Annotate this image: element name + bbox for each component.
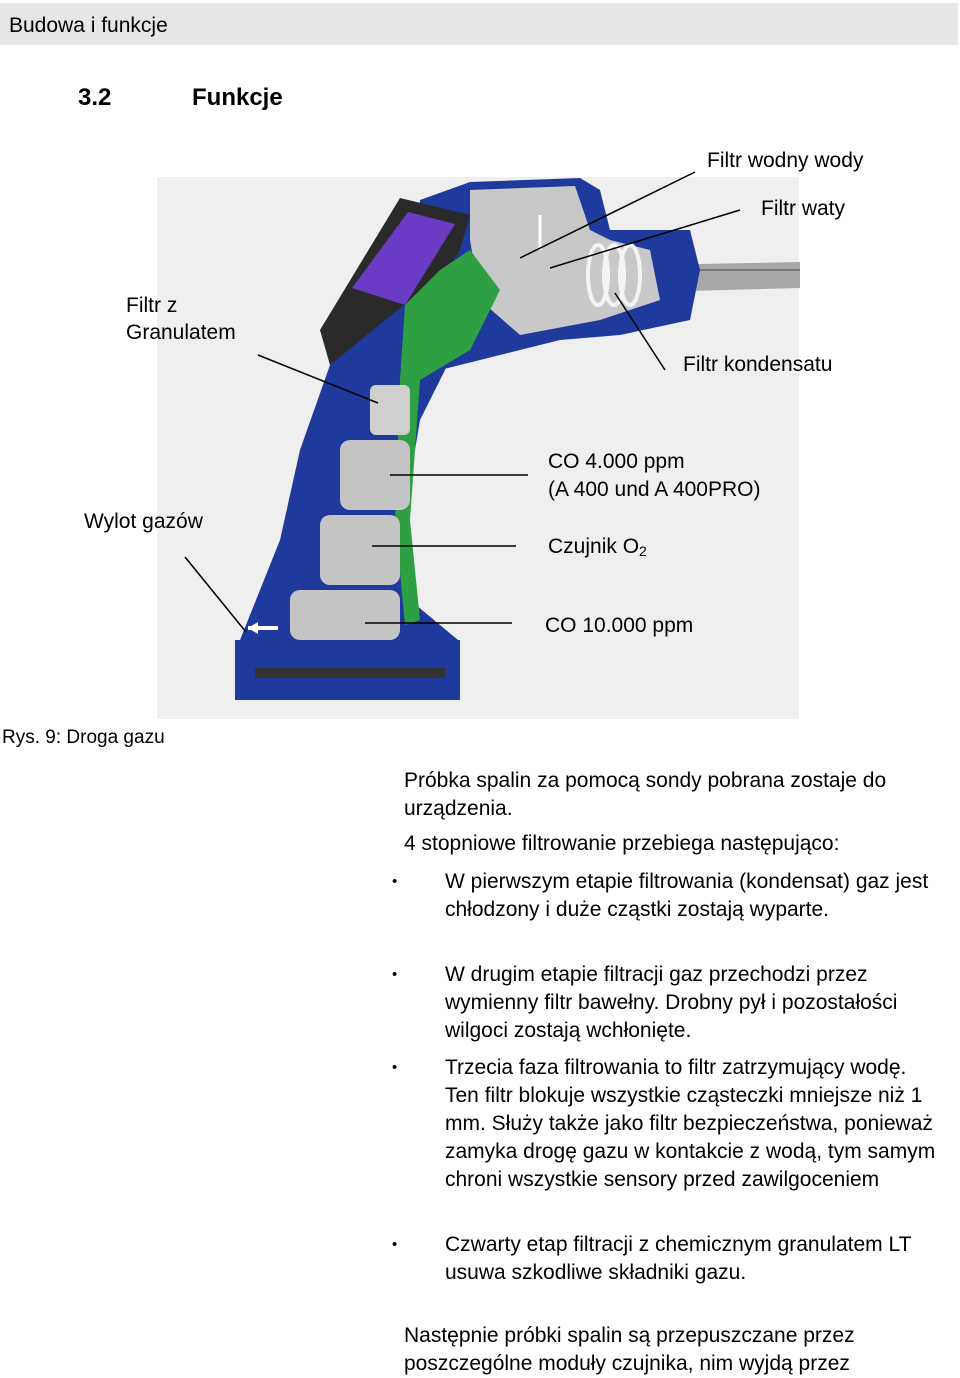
- label-condensate-filter: Filtr kondensatu: [683, 353, 833, 376]
- closing-paragraph: Następnie próbki spalin są przepuszczane…: [404, 1324, 855, 1375]
- callout-leader-lines: [184, 171, 741, 633]
- gas-channel: [395, 250, 500, 625]
- bullet-symbol: •: [392, 966, 398, 983]
- list-item-text: Czwarty etap filtracji z chemicznym gran…: [445, 1233, 912, 1284]
- screen: [352, 212, 455, 305]
- bullet-symbol: •: [392, 1059, 398, 1076]
- gas-path-figure: Filtr wodny wody Filtr waty Filtr z Gran…: [0, 120, 960, 720]
- label-cotton-filter: Filtr waty: [761, 197, 845, 220]
- section-title: Funkcje: [192, 84, 283, 111]
- list-item-text: Trzecia faza filtrowania to filtr zatrzy…: [445, 1056, 936, 1191]
- device-cutaway-illustration: [157, 171, 800, 719]
- page-header-title: Budowa i funkcje: [9, 14, 168, 37]
- bullet-symbol: •: [392, 873, 398, 890]
- label-co10000: CO 10.000 ppm: [545, 614, 694, 637]
- label-granulate-filter-line2: Granulatem: [126, 321, 236, 344]
- condensate-coil: [586, 243, 642, 307]
- list-item-text: W drugim etapie filtracji gaz przechodzi…: [445, 963, 898, 1042]
- label-co4000-line1: CO 4.000 ppm: [548, 450, 685, 473]
- list-item-text: W pierwszym etapie filtrowania (kondensa…: [445, 870, 929, 921]
- granulate-filter: [370, 385, 410, 435]
- co10000-sensor: [290, 590, 400, 640]
- intro-paragraph: Próbka spalin za pomocą sondy pobrana zo…: [404, 769, 887, 820]
- figure-caption: Rys. 9: Droga gazu: [2, 727, 165, 748]
- stages-lead: 4 stopniowe filtrowanie przebiega następ…: [404, 832, 840, 855]
- label-water-filter: Filtr wodny wody: [707, 149, 864, 172]
- label-gas-outlet: Wylot gazów: [84, 510, 203, 533]
- label-co4000-line2: (A 400 und A 400PRO): [548, 478, 761, 501]
- label-granulate-filter-line1: Filtr z: [126, 294, 178, 317]
- co4000-sensor: [340, 440, 410, 510]
- page-header-bar: Budowa i funkcje: [0, 3, 958, 45]
- bullet-symbol: •: [392, 1236, 398, 1253]
- o2-sensor: [320, 515, 400, 585]
- section-number: 3.2: [78, 84, 112, 111]
- label-o2-sensor: Czujnik O2: [548, 535, 647, 559]
- filter-chamber: [470, 186, 660, 335]
